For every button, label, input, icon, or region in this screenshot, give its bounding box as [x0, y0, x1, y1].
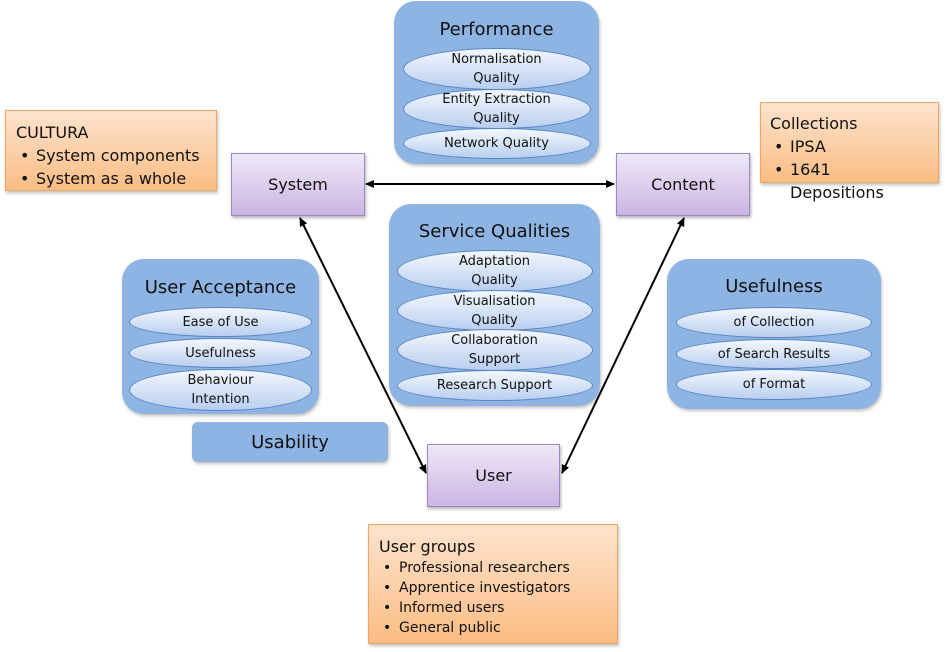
- usefulness-item-search-results: of Search Results: [676, 339, 872, 369]
- note-collections-item: IPSA: [770, 135, 929, 158]
- node-system: System: [231, 153, 365, 216]
- group-usability: Usability: [192, 422, 388, 462]
- group-usefulness: Usefulness of Collection of Search Resul…: [667, 259, 881, 409]
- note-user-groups-item: General public: [379, 618, 607, 638]
- note-user-groups-item: Informed users: [379, 598, 607, 618]
- note-user-groups-item: Apprentice investigators: [379, 578, 607, 598]
- node-user: User: [427, 444, 560, 507]
- group-service-qualities-title: Service Qualities: [418, 221, 571, 242]
- note-cultura-title: CULTURA: [16, 123, 89, 142]
- group-performance: Performance Normalisation Quality Entity…: [394, 1, 599, 164]
- edge-content-user: [561, 217, 685, 474]
- node-content: Content: [616, 153, 750, 216]
- service-item-research: Research Support: [396, 370, 593, 401]
- note-collections-list: IPSA 1641 Depositions: [770, 135, 929, 204]
- note-collections-title: Collections: [770, 114, 858, 133]
- service-item-collaboration: Collaboration Support: [396, 329, 593, 371]
- performance-item-entity-extraction: Entity Extraction Quality: [402, 89, 591, 129]
- note-collections: Collections IPSA 1641 Depositions: [760, 102, 939, 202]
- note-user-groups: User groups Professional researchers App…: [368, 524, 618, 644]
- service-item-adaptation: Adaptation Quality: [396, 250, 593, 292]
- group-user-acceptance-title: User Acceptance: [144, 277, 297, 298]
- edge-system-user: [299, 217, 427, 474]
- note-user-groups-title: User groups: [379, 537, 476, 556]
- service-item-visualisation: Visualisation Quality: [396, 290, 593, 331]
- performance-item-network: Network Quality: [402, 128, 591, 159]
- group-performance-title: Performance: [439, 19, 554, 40]
- note-user-groups-list: Professional researchers Apprentice inve…: [379, 558, 607, 638]
- acceptance-item-ease-of-use: Ease of Use: [129, 307, 312, 337]
- usability-label: Usability: [251, 431, 329, 453]
- note-cultura: CULTURA System components System as a wh…: [5, 110, 217, 191]
- note-cultura-item: System components: [16, 144, 206, 167]
- group-usefulness-title: Usefulness: [725, 276, 823, 297]
- group-service-qualities: Service Qualities Adaptation Quality Vis…: [389, 204, 600, 406]
- note-cultura-item: System as a whole: [16, 167, 206, 190]
- note-cultura-list: System components System as a whole: [16, 144, 206, 190]
- performance-item-normalisation: Normalisation Quality: [402, 48, 591, 90]
- note-user-groups-item: Professional researchers: [379, 558, 607, 578]
- acceptance-item-usefulness: Usefulness: [129, 338, 312, 368]
- usefulness-item-format: of Format: [676, 369, 872, 400]
- note-collections-item: 1641 Depositions: [770, 158, 929, 204]
- acceptance-item-behaviour-intention: Behaviour Intention: [129, 369, 312, 411]
- usefulness-item-collection: of Collection: [676, 307, 872, 338]
- group-user-acceptance: User Acceptance Ease of Use Usefulness B…: [122, 259, 319, 414]
